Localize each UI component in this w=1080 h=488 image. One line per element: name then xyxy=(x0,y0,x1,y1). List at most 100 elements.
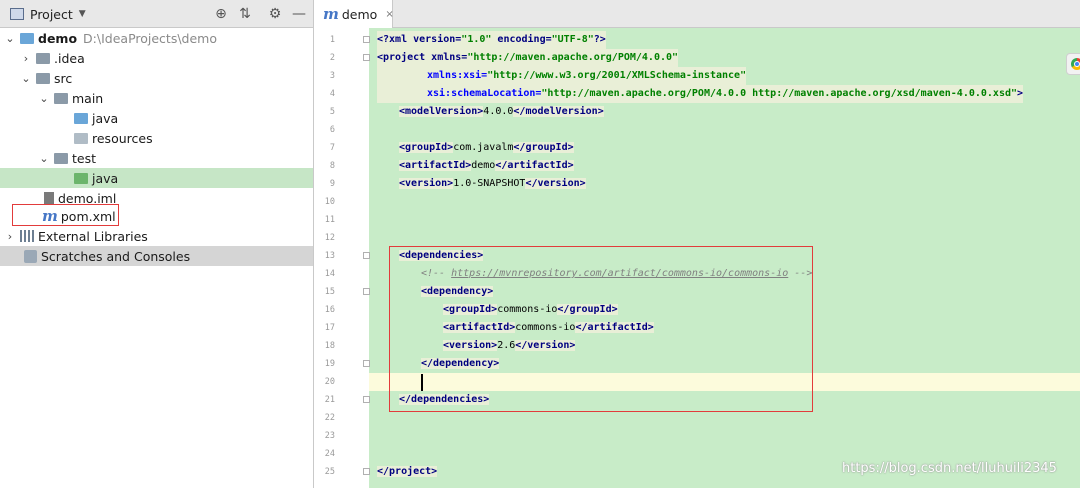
line-number[interactable]: 3 xyxy=(329,71,335,81)
line-number[interactable]: 16 xyxy=(324,305,335,315)
fold-marker-icon[interactable] xyxy=(363,396,370,403)
code-line-14: <!-- https://mvnrepository.com/artifact/… xyxy=(421,268,813,279)
tree-item-test[interactable]: ⌄ test xyxy=(0,148,313,168)
fold-marker-icon[interactable] xyxy=(363,252,370,259)
fold-marker-icon[interactable] xyxy=(363,468,370,475)
line-number[interactable]: 1 xyxy=(329,35,335,45)
tree-item-pom-xml[interactable]: m pom.xml xyxy=(0,206,313,226)
chevron-right-icon[interactable]: › xyxy=(23,51,29,65)
locate-icon[interactable]: ⊕ xyxy=(215,6,227,22)
line-number[interactable]: 11 xyxy=(324,215,335,225)
chevron-right-icon[interactable]: › xyxy=(7,229,13,243)
libraries-icon xyxy=(20,230,34,242)
chevron-down-icon[interactable]: ⌄ xyxy=(39,151,49,165)
tree-item-demo-iml[interactable]: demo.iml xyxy=(0,188,313,208)
line-number[interactable]: 20 xyxy=(324,377,335,387)
code-line-21: </dependencies> xyxy=(399,394,490,405)
folder-icon xyxy=(54,92,68,104)
line-number[interactable]: 25 xyxy=(324,467,335,477)
line-number[interactable]: 19 xyxy=(324,359,335,369)
code-line-19: </dependency> xyxy=(421,358,500,369)
line-number[interactable]: 7 xyxy=(329,143,335,153)
minimize-icon[interactable]: — xyxy=(292,6,306,22)
line-number[interactable]: 23 xyxy=(324,431,335,441)
code-line-8: <artifactId>demo</artifactId> xyxy=(399,160,574,171)
chevron-down-icon[interactable]: ⌄ xyxy=(39,91,49,105)
code-line-17: <artifactId>commons-io</artifactId> xyxy=(443,322,654,333)
code-line-13: <dependencies> xyxy=(399,250,484,261)
tree-item-label: Scratches and Consoles xyxy=(41,248,191,264)
collapse-all-icon[interactable]: ⇅ xyxy=(239,6,251,22)
code-line-7: <groupId>com.javalm</groupId> xyxy=(399,142,574,153)
maven-icon: m xyxy=(323,5,339,23)
code-line-4: xsi:schemaLocation="http://maven.apache.… xyxy=(377,85,1024,103)
line-number[interactable]: 15 xyxy=(324,287,335,297)
code-line-1: <?xml version="1.0" encoding="UTF-8"?> xyxy=(377,31,606,49)
fold-marker-icon[interactable] xyxy=(363,36,370,43)
tree-item-external-libraries[interactable]: › External Libraries xyxy=(0,226,313,246)
code-line-25: </project> xyxy=(377,466,438,477)
code-line-3: xmlns:xsi="http://www.w3.org/2001/XMLSch… xyxy=(377,67,747,85)
tree-item-label: java xyxy=(92,110,119,126)
project-panel-header: Project ▼ ⊕ ⇅ ⚙ — xyxy=(0,0,313,28)
tree-item-label: java xyxy=(92,170,119,186)
line-number[interactable]: 9 xyxy=(329,179,335,189)
tree-item-label: demo.iml xyxy=(58,190,117,206)
tree-item-src[interactable]: ⌄ src xyxy=(0,68,313,88)
line-number[interactable]: 12 xyxy=(324,233,335,243)
resources-folder-icon xyxy=(74,132,88,144)
watermark: https://blog.csdn.net/lluhuili2345 xyxy=(842,461,1057,476)
tree-item-resources[interactable]: resources xyxy=(0,128,313,148)
project-view-icon xyxy=(10,8,24,20)
line-number[interactable]: 2 xyxy=(329,53,335,63)
line-number[interactable]: 13 xyxy=(324,251,335,261)
iml-file-icon xyxy=(44,191,54,205)
tree-item-label: pom.xml xyxy=(60,208,116,224)
line-number[interactable]: 22 xyxy=(324,413,335,423)
line-number[interactable]: 17 xyxy=(324,323,335,333)
browser-preview-button[interactable] xyxy=(1066,53,1080,75)
tree-item-idea[interactable]: › .idea xyxy=(0,48,313,68)
tree-item-main[interactable]: ⌄ main xyxy=(0,88,313,108)
gear-icon[interactable]: ⚙ xyxy=(268,6,282,22)
line-number[interactable]: 4 xyxy=(329,89,335,99)
chevron-down-icon[interactable]: ⌄ xyxy=(5,31,15,45)
tree-item-label: src xyxy=(54,70,73,86)
code-line-18: <version>2.6</version> xyxy=(443,340,576,351)
line-number[interactable]: 10 xyxy=(324,197,335,207)
code-line-16: <groupId>commons-io</groupId> xyxy=(443,304,618,315)
editor-tab-bar: m demo × xyxy=(315,0,1080,28)
line-number[interactable]: 24 xyxy=(324,449,335,459)
project-path: D:\IdeaProjects\demo xyxy=(83,30,218,46)
chevron-down-icon[interactable]: ⌄ xyxy=(21,71,31,85)
maven-icon: m xyxy=(42,207,58,225)
line-number[interactable]: 14 xyxy=(324,269,335,279)
source-folder-icon xyxy=(74,112,88,124)
comment-link[interactable]: https://mvnrepository.com/artifact/commo… xyxy=(451,268,789,279)
tree-item-label: External Libraries xyxy=(38,228,148,244)
close-icon[interactable]: × xyxy=(385,8,394,20)
fold-marker-icon[interactable] xyxy=(363,54,370,61)
tab-demo[interactable]: m demo × xyxy=(315,0,394,28)
tree-item-main-java[interactable]: java xyxy=(0,108,313,128)
tree-item-label: main xyxy=(72,90,104,106)
code-line-9: <version>1.0-SNAPSHOT</version> xyxy=(399,178,586,189)
project-view-selector[interactable]: Project ▼ xyxy=(10,6,86,22)
line-number[interactable]: 21 xyxy=(324,395,335,405)
folder-icon xyxy=(54,152,68,164)
line-number[interactable]: 8 xyxy=(329,161,335,171)
tree-item-label: .idea xyxy=(54,50,85,66)
line-number[interactable]: 6 xyxy=(329,125,335,135)
line-number[interactable]: 18 xyxy=(324,341,335,351)
tree-item-scratches[interactable]: Scratches and Consoles xyxy=(0,246,313,266)
current-line-highlight xyxy=(315,373,1080,391)
tree-item-test-java[interactable]: java xyxy=(0,168,313,188)
fold-marker-icon[interactable] xyxy=(363,288,370,295)
line-number[interactable]: 5 xyxy=(329,107,335,117)
module-folder-icon xyxy=(20,32,34,44)
tree-item-demo[interactable]: ⌄ demo D:\IdeaProjects\demo xyxy=(0,28,313,48)
text-caret xyxy=(421,374,423,391)
fold-marker-icon[interactable] xyxy=(363,360,370,367)
